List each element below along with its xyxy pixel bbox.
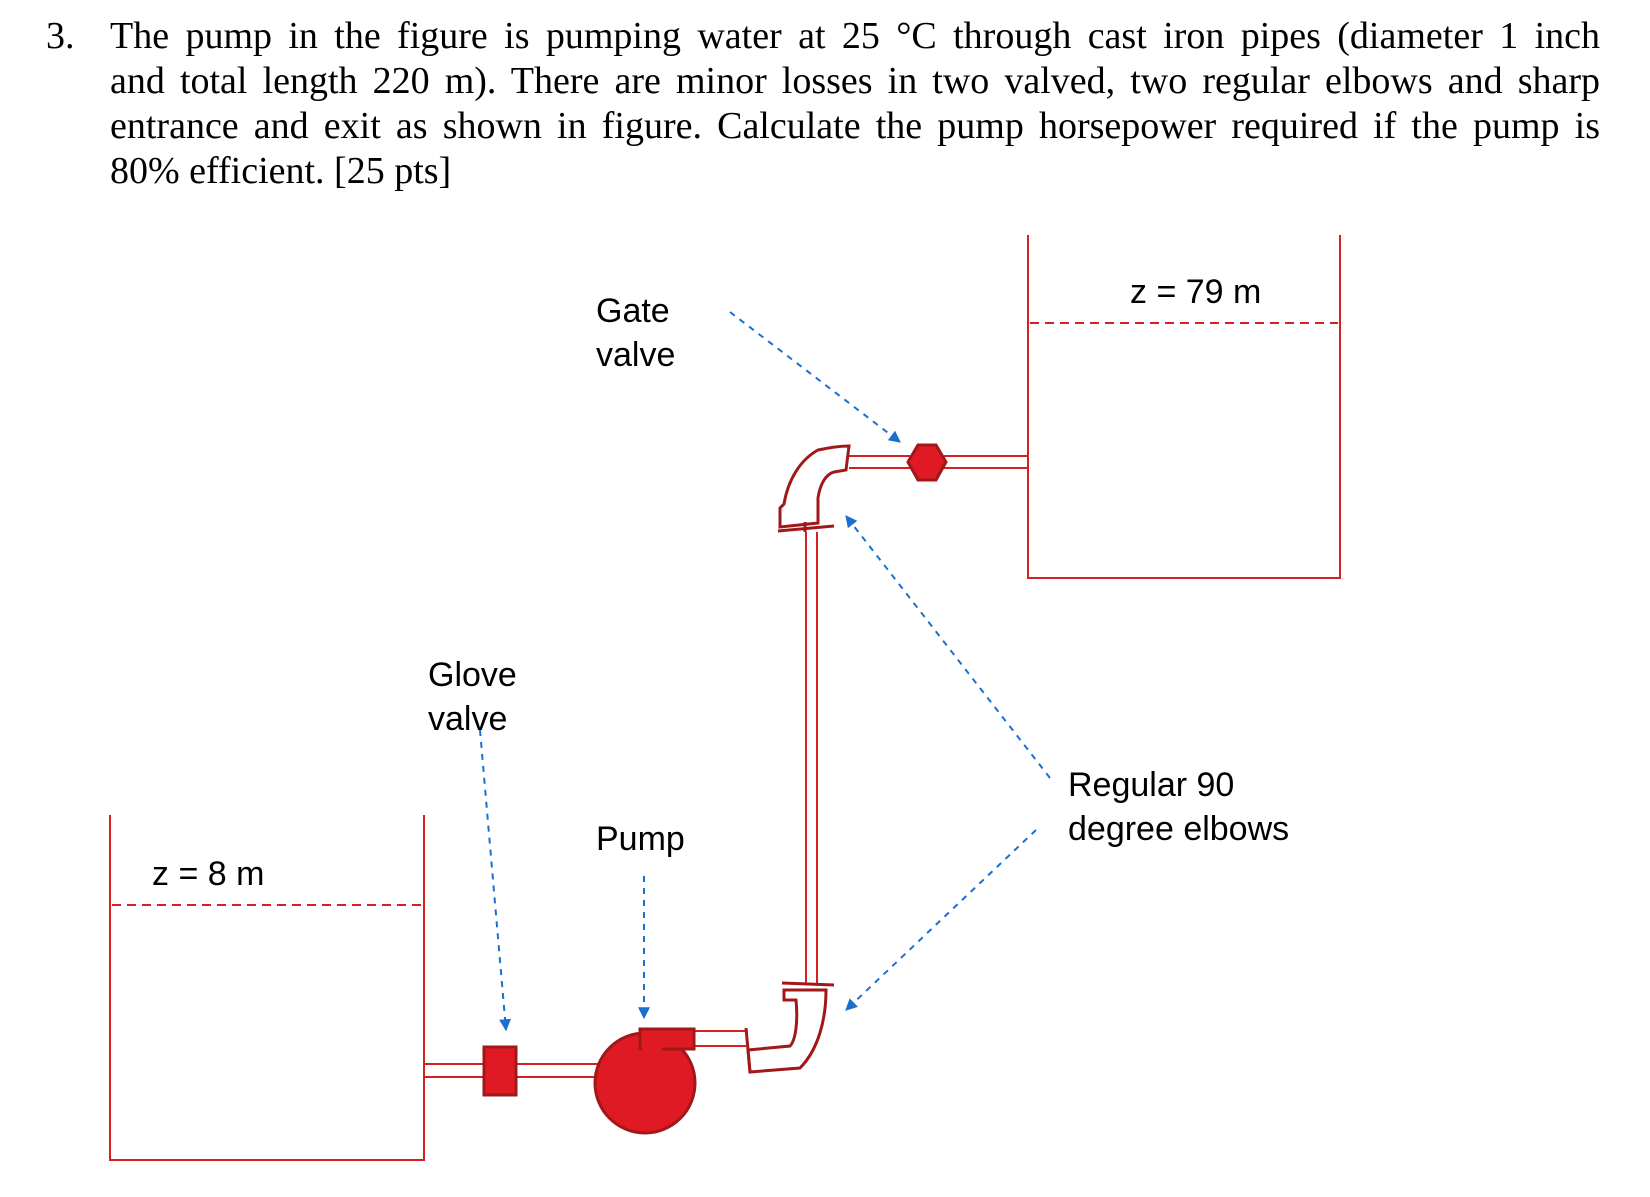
problem-line-4: 80% efficient. [25 pts]: [110, 150, 452, 192]
leader-lines: [479, 311, 1051, 1032]
gate-valve-label-line-1: Gate: [596, 292, 670, 330]
pipe-network: [424, 455, 1028, 1078]
elbows-label-line-1: Regular 90: [1068, 766, 1234, 804]
gate-valve-leader: [729, 311, 901, 443]
problem-line-2: and total length 220 m). There are minor…: [110, 60, 1600, 102]
problem-text: The pump in the figure is pumping water …: [110, 14, 1600, 194]
glove-valve-label-line-2: valve: [428, 700, 507, 738]
pump-label: Pump: [596, 820, 685, 858]
upper-elbow: [777, 444, 851, 533]
upper-tank: z = 79 m: [1027, 235, 1341, 579]
problem-line-3: entrance and exit as shown in figure. Ca…: [110, 105, 1600, 147]
pump: [593, 1027, 697, 1135]
glove-valve-leader: [479, 729, 512, 1032]
problem-number: 3.: [46, 15, 75, 57]
glove-valve: [482, 1045, 518, 1097]
elbows-label-line-2: degree elbows: [1068, 810, 1289, 848]
upper-elbow-leader: [845, 515, 1051, 779]
gate-valve-label-line-2: valve: [596, 336, 675, 374]
lower-elbow: [744, 981, 835, 1074]
lower-elbow-leader: [845, 829, 1037, 1011]
lower-tank-level-label: z = 8 m: [152, 855, 264, 893]
glove-valve-label-line-1: Glove: [428, 656, 517, 694]
gate-valve: [906, 443, 948, 482]
upper-tank-level-label: z = 79 m: [1130, 273, 1261, 311]
problem-line-1: The pump in the figure is pumping water …: [110, 15, 1600, 57]
lower-tank: z = 8 m: [109, 815, 425, 1161]
